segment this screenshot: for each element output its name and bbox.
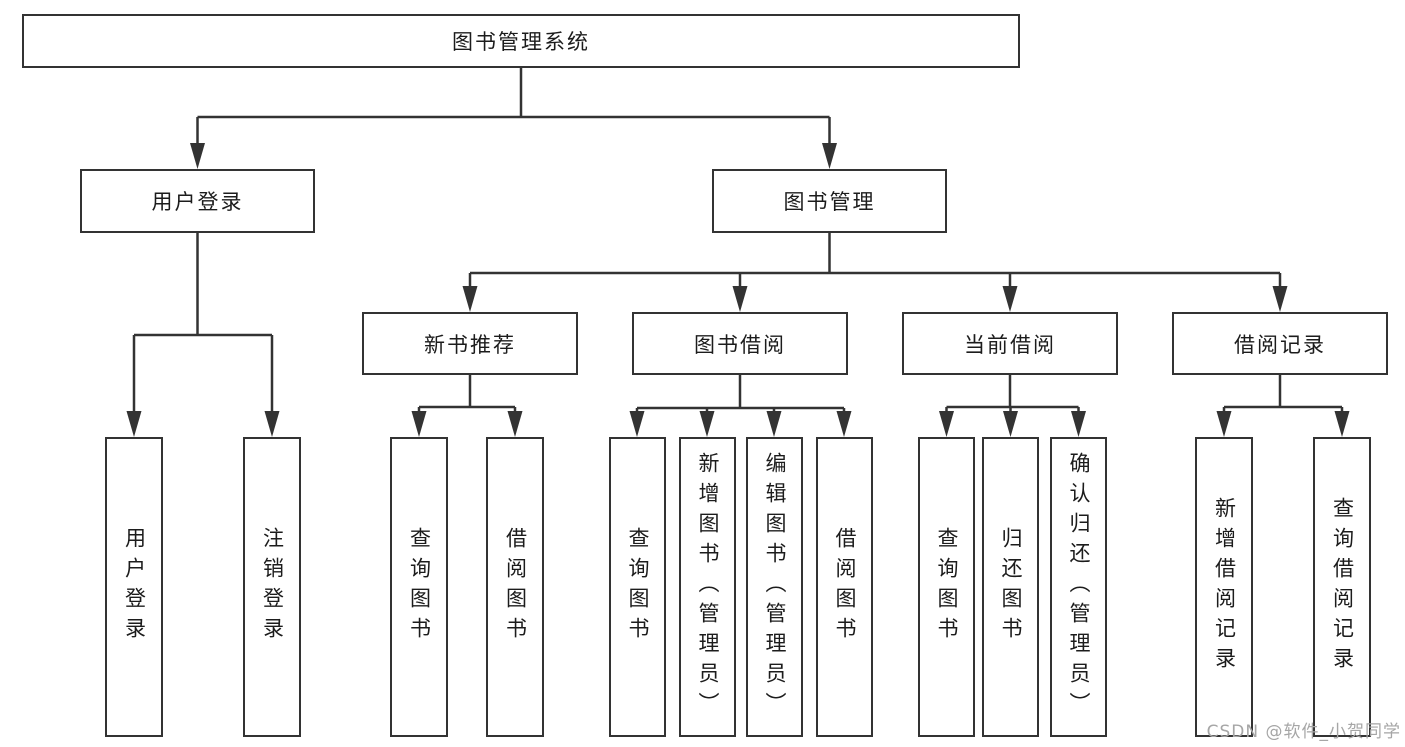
leaf-label: 注销登录	[260, 527, 285, 647]
leaf-label: 查询图书	[935, 527, 959, 647]
leaf-label: 确认归还（管理员）	[1067, 452, 1091, 722]
arrowhead-icons	[126, 143, 1350, 437]
leaf-label: 归还图书	[999, 527, 1023, 647]
leaf-label: 新增图书（管理员）	[696, 452, 720, 722]
leaf-label: 新增借阅记录	[1212, 497, 1237, 677]
node-label: 图书借阅	[694, 332, 786, 357]
leaf-label: 借阅图书	[833, 527, 857, 647]
node-user-login: 用户登录	[80, 169, 315, 233]
node-label: 借阅记录	[1234, 332, 1326, 357]
leaf-query-books-recommend: 查询图书	[390, 437, 448, 737]
node-new-book-recommend: 新书推荐	[362, 312, 578, 375]
node-book-borrow: 图书借阅	[632, 312, 848, 375]
node-label: 图书管理系统	[452, 30, 590, 54]
leaf-label: 查询借阅记录	[1330, 497, 1355, 677]
leaf-query-borrow-record: 查询借阅记录	[1313, 437, 1371, 737]
node-label: 当前借阅	[964, 332, 1056, 357]
leaf-borrow-books: 借阅图书	[816, 437, 873, 737]
leaf-add-book-admin: 新增图书（管理员）	[679, 437, 736, 737]
leaf-query-books-current: 查询图书	[918, 437, 975, 737]
csdn-watermark: CSDN @软件_小贺同学	[1206, 722, 1401, 742]
leaf-borrow-books-recommend: 借阅图书	[486, 437, 544, 737]
leaf-confirm-return-admin: 确认归还（管理员）	[1050, 437, 1107, 737]
leaf-logout: 注销登录	[243, 437, 301, 737]
node-current-borrow: 当前借阅	[902, 312, 1118, 375]
node-borrow-records: 借阅记录	[1172, 312, 1388, 375]
leaf-query-books-borrow: 查询图书	[609, 437, 666, 737]
leaf-label: 查询图书	[407, 527, 432, 647]
node-book-management-system: 图书管理系统	[22, 14, 1020, 68]
leaf-label: 查询图书	[626, 527, 650, 647]
leaf-add-borrow-record: 新增借阅记录	[1195, 437, 1253, 737]
leaf-edit-book-admin: 编辑图书（管理员）	[746, 437, 803, 737]
node-label: 图书管理	[783, 190, 876, 214]
node-label: 用户登录	[151, 190, 244, 214]
leaf-return-book: 归还图书	[982, 437, 1039, 737]
leaf-label: 用户登录	[122, 527, 147, 647]
node-book-management: 图书管理	[712, 169, 947, 233]
leaf-label: 编辑图书（管理员）	[763, 452, 787, 722]
leaf-user-login: 用户登录	[105, 437, 163, 737]
leaf-label: 借阅图书	[503, 527, 528, 647]
node-label: 新书推荐	[424, 332, 516, 357]
